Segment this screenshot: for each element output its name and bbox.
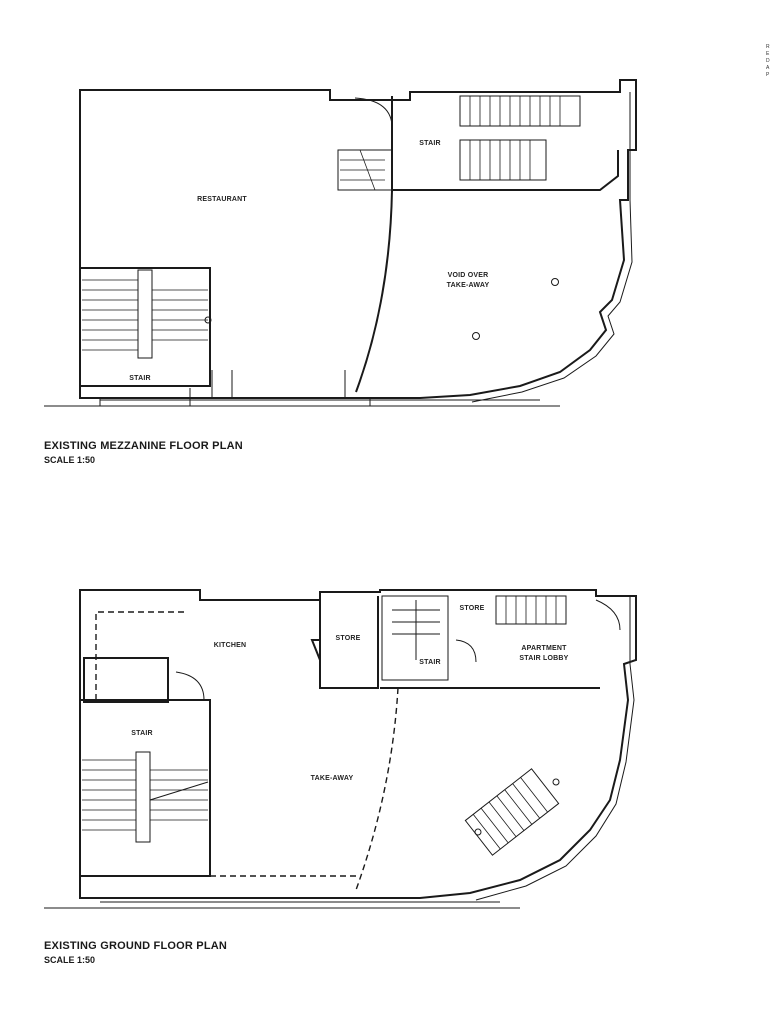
room-label-takeaway: TAKE-AWAY — [311, 775, 354, 782]
ground-door-arcs — [175, 599, 621, 701]
room-label-void-1: VOID OVER — [448, 272, 489, 279]
ground-column — [552, 778, 560, 786]
ground-store-partitions — [310, 596, 600, 689]
mezzanine-outer-wall — [79, 79, 637, 399]
mezzanine-plan-scale: SCALE 1:50 — [44, 455, 96, 465]
mezzanine-lower-stair — [79, 267, 212, 387]
ground-entrance-stair — [464, 768, 560, 856]
room-label-store-left: STORE — [336, 635, 361, 642]
ground-ground-line — [44, 901, 520, 909]
mezzanine-curved-partition — [355, 189, 393, 393]
room-label-restaurant: RESTAURANT — [197, 196, 247, 203]
ground-left-stair — [79, 657, 211, 877]
ground-facade — [475, 596, 635, 901]
ground-plan-title: EXISTING GROUND FLOOR PLAN — [44, 940, 228, 952]
room-label-stair-small: STAIR — [419, 659, 440, 666]
mezzanine-plan: RESTAURANT STAIR VOID OVER TAKE-AWAY STA… — [44, 79, 637, 407]
ground-lobby-stair-treads — [505, 596, 557, 624]
ground-stair-box — [381, 595, 449, 681]
mezzanine-facade — [471, 92, 633, 403]
ground-plan: KITCHEN STORE STORE APARTMENT STAIR LOBB… — [44, 589, 637, 909]
room-label-store-right: STORE — [460, 605, 485, 612]
room-label-stair-lower: STAIR — [129, 375, 150, 382]
mezzanine-upper-stair — [459, 95, 581, 181]
margin-note: REDAP — [766, 44, 770, 78]
mezzanine-ground-line — [44, 399, 560, 407]
mezzanine-door-arc — [354, 97, 393, 126]
ground-winder — [392, 600, 440, 660]
ground-lobby-stair — [495, 595, 567, 625]
room-label-apartment-2: STAIR LOBBY — [519, 655, 568, 662]
ground-column — [474, 828, 482, 836]
mezzanine-plan-title: EXISTING MEZZANINE FLOOR PLAN — [44, 440, 243, 452]
mezzanine-column — [472, 332, 480, 340]
ground-dashed-partition — [355, 687, 399, 891]
room-label-kitchen: KITCHEN — [214, 642, 247, 649]
ground-plan-scale: SCALE 1:50 — [44, 955, 96, 965]
mezzanine-small-stair-box — [337, 149, 393, 191]
room-label-apartment-1: APARTMENT — [521, 645, 567, 652]
mezzanine-column — [551, 278, 559, 286]
ground-dashed-outline — [95, 611, 360, 877]
mezzanine-caption: EXISTING MEZZANINE FLOOR PLAN SCALE 1:50 — [44, 440, 243, 465]
room-label-void-2: TAKE-AWAY — [447, 282, 490, 289]
ground-caption: EXISTING GROUND FLOOR PLAN SCALE 1:50 — [44, 940, 227, 965]
mezzanine-windows — [99, 370, 371, 406]
mezzanine-winder-stair — [340, 149, 385, 191]
room-label-stair-upper: STAIR — [419, 140, 440, 147]
room-label-stair-left: STAIR — [131, 730, 152, 737]
